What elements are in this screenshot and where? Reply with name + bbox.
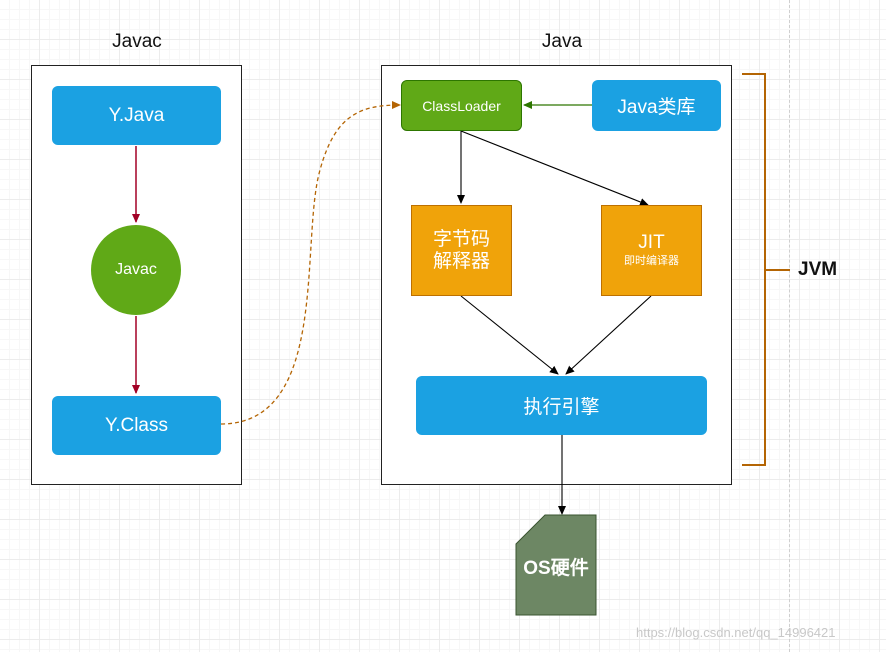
node-jit-compiler: JIT 即时编译器 <box>601 205 702 296</box>
node-java-library: Java类库 <box>592 80 721 131</box>
arrow-jit-to-engine <box>565 295 652 375</box>
os-card-shape <box>515 514 597 616</box>
node-bytecode-interpreter: 字节码 解释器 <box>411 205 512 296</box>
arrow-class-to-classloader <box>220 101 401 425</box>
node-execution-engine: 执行引擎 <box>416 376 707 435</box>
jvm-label: JVM <box>798 259 838 280</box>
guide-line <box>789 0 790 652</box>
node-os-hardware: OS硬件 <box>523 558 589 579</box>
jvm-bracket <box>742 73 790 466</box>
arrow-classloader-to-jit <box>460 130 649 206</box>
interpreter-label-line1: 字节码 <box>432 228 490 250</box>
node-javac-compiler: Javac <box>91 225 181 315</box>
java-title: Java <box>541 31 583 52</box>
jit-label-line2: 即时编译器 <box>624 255 679 267</box>
node-classloader: ClassLoader <box>401 80 522 131</box>
arrow-interpreter-to-engine <box>460 295 559 375</box>
javac-title: Javac <box>112 31 162 52</box>
interpreter-label-line2: 解释器 <box>432 250 490 272</box>
jit-label-line1: JIT <box>638 232 665 253</box>
node-y-java: Y.Java <box>52 86 221 145</box>
node-y-class: Y.Class <box>52 396 221 455</box>
watermark: https://blog.csdn.net/qq_14996421 <box>636 625 836 640</box>
